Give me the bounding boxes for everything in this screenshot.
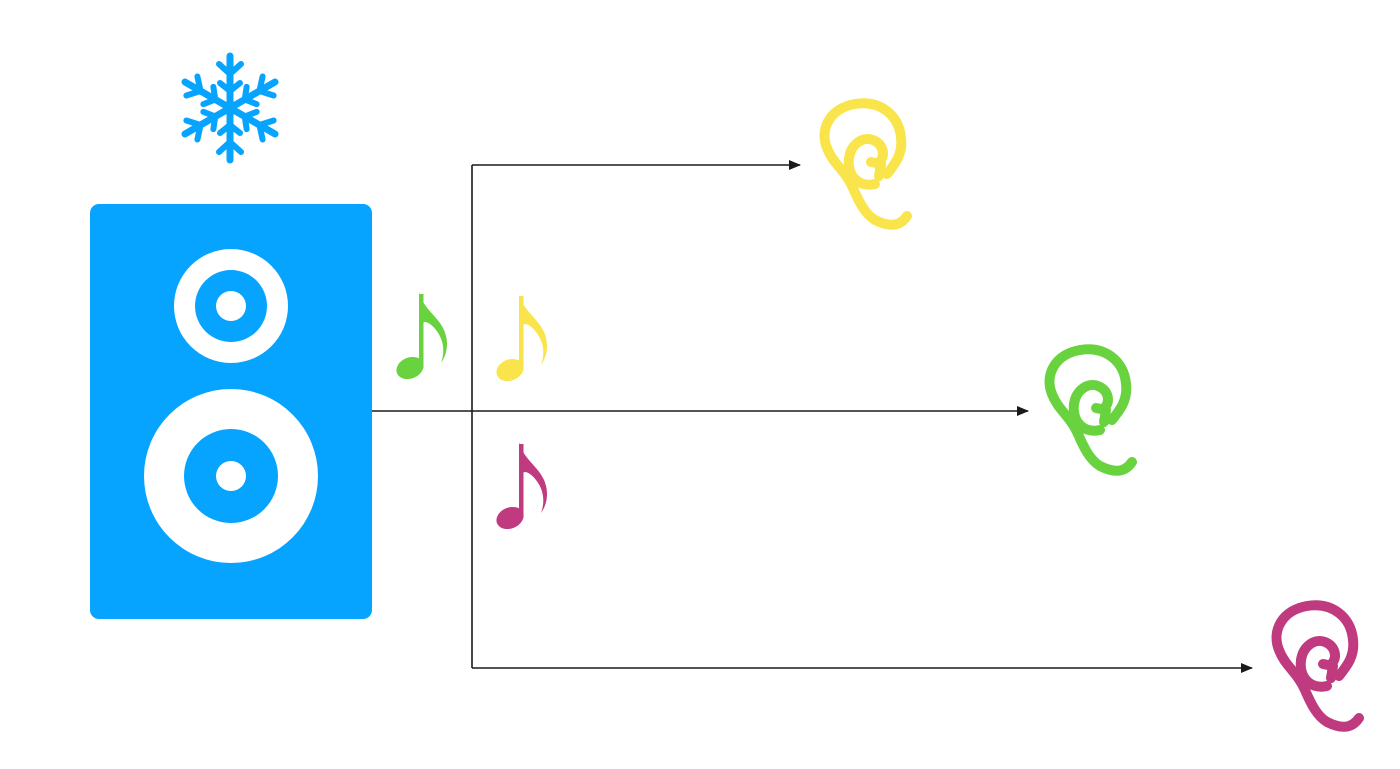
signal-connectors: [372, 160, 1253, 673]
music-note-icon: [393, 292, 448, 383]
ear-icon: [1050, 349, 1132, 470]
ear-icon: [825, 103, 907, 224]
snowflake-icon: [179, 56, 280, 160]
music-note-icon: [493, 294, 548, 385]
speaker-icon: [90, 204, 372, 619]
music-note-icon: [493, 442, 548, 533]
ear-icon: [1277, 605, 1359, 726]
